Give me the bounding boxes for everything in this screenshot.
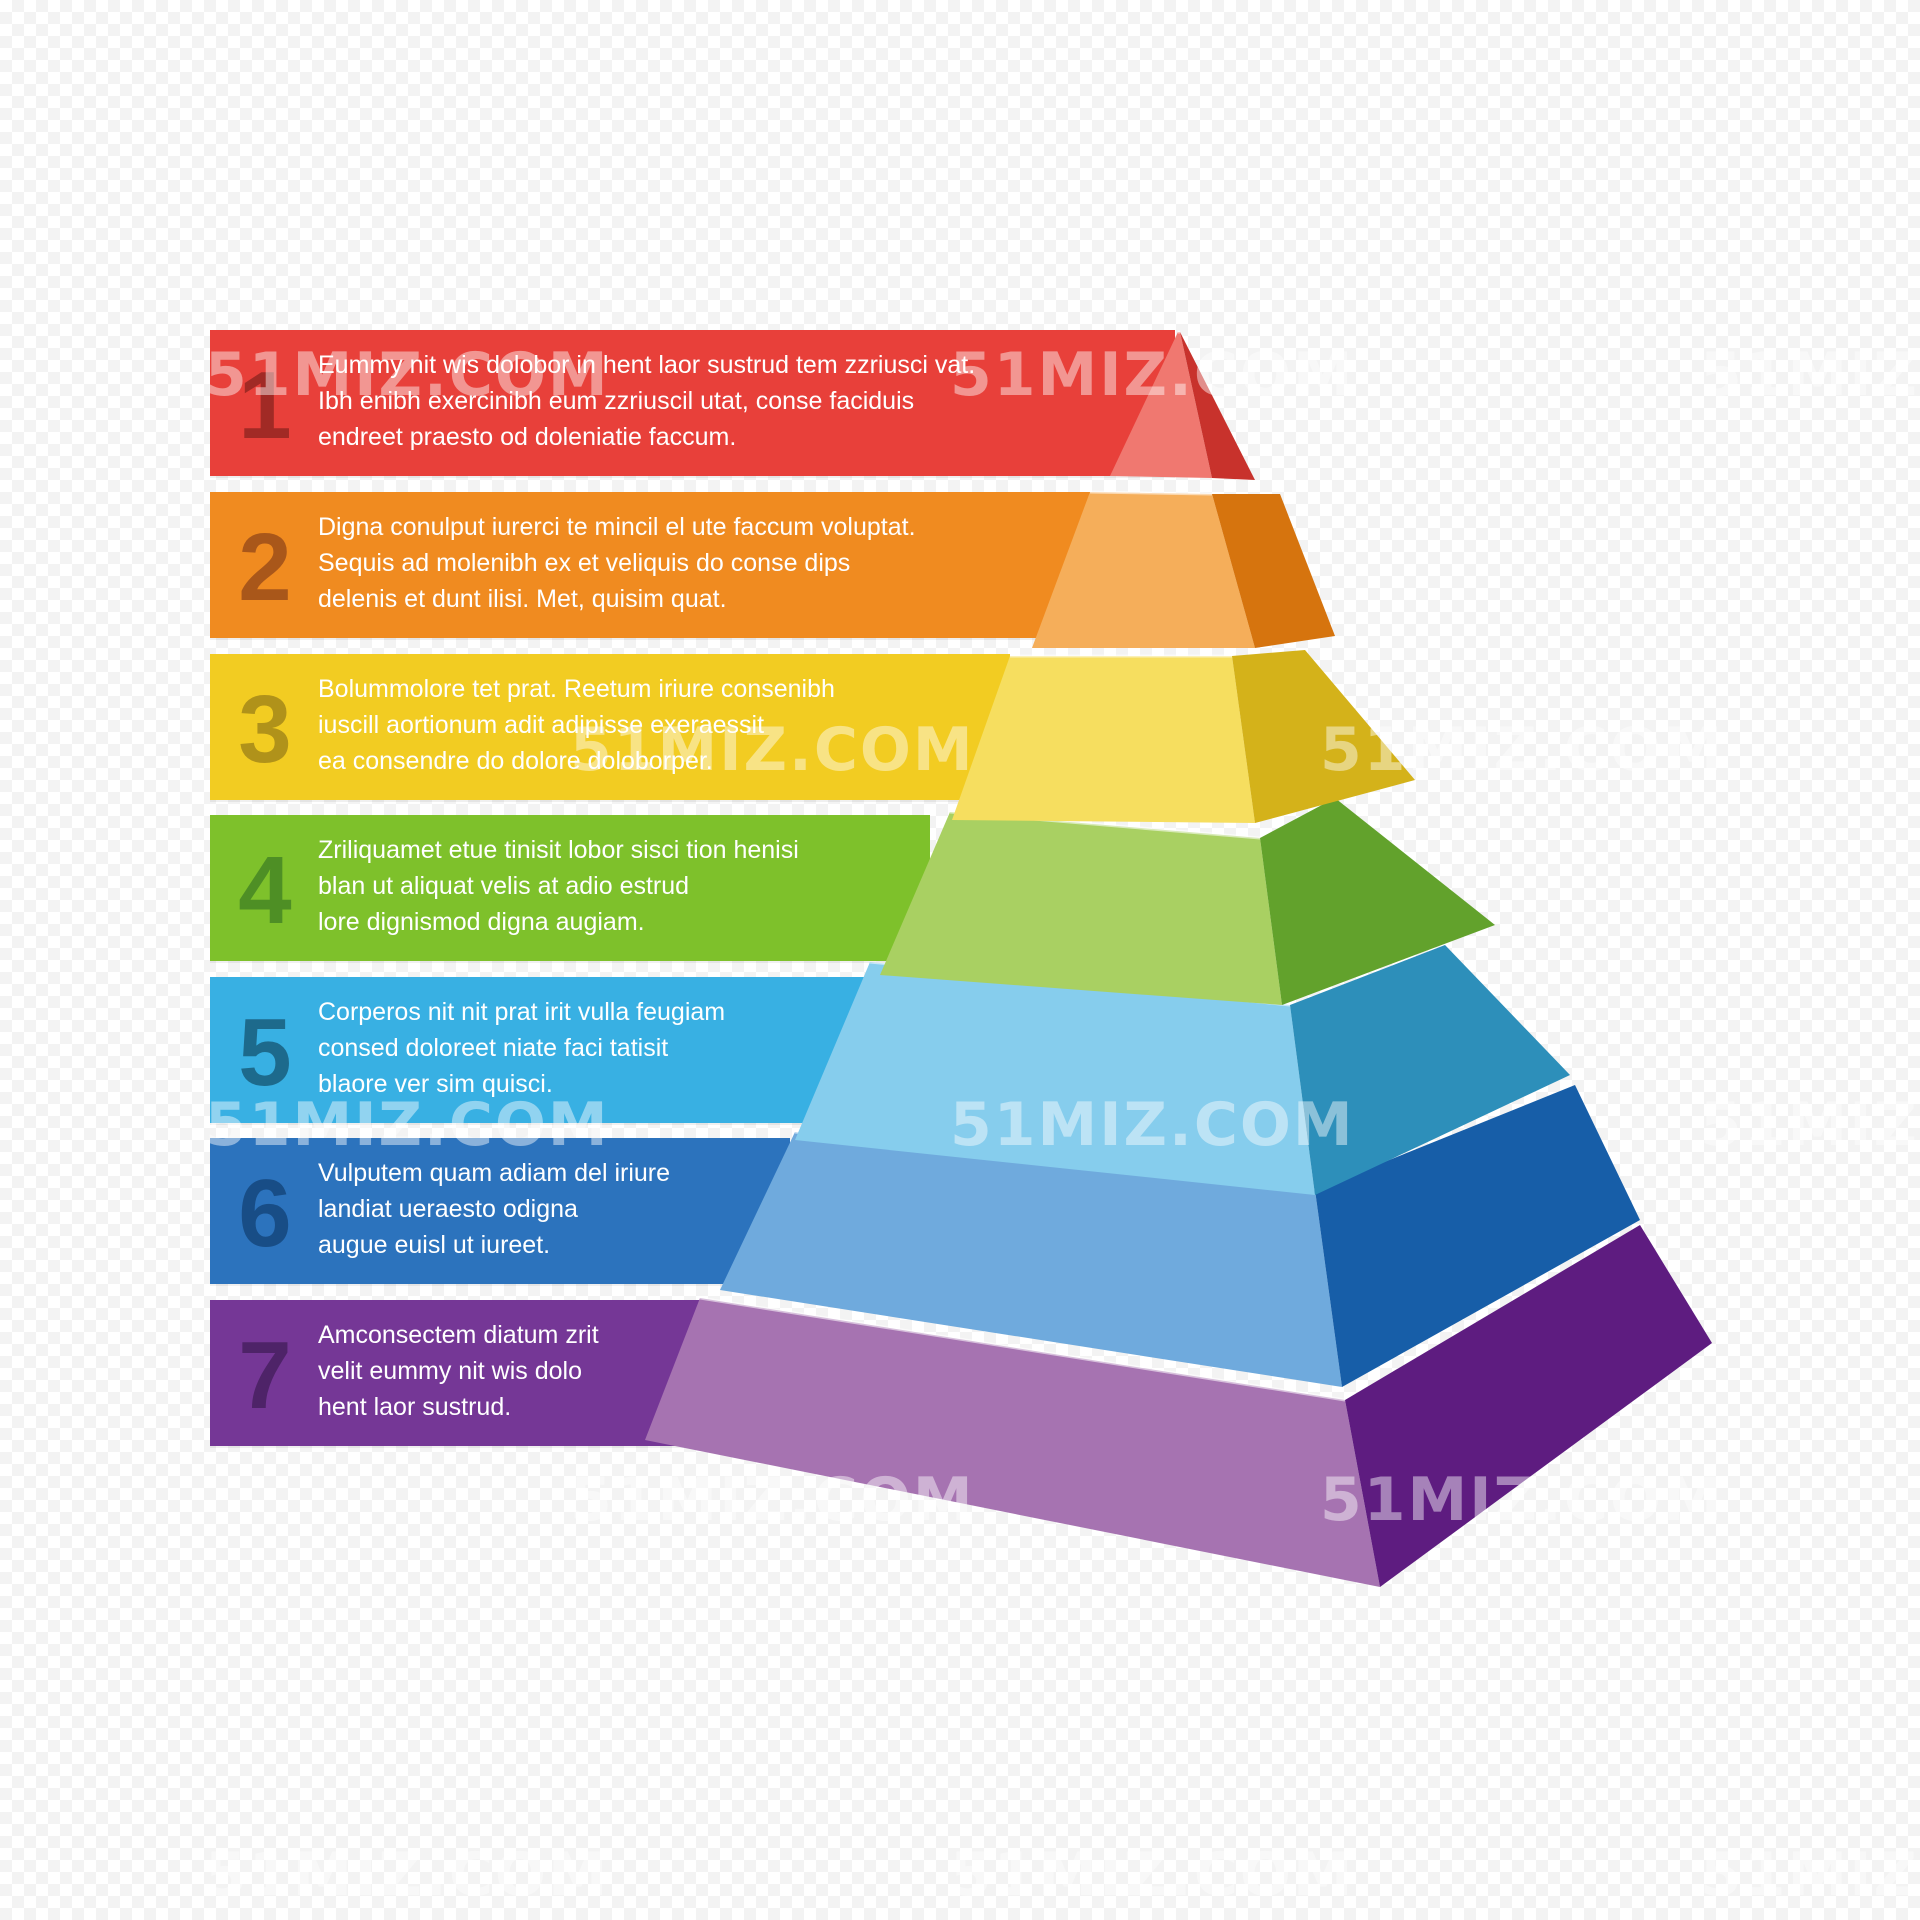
level-text-line: delenis et dunt ilisi. Met, quisim quat. [318,585,727,613]
level-number: 5 [238,999,291,1106]
pyramid-level-3: 3 Bolummolore tet prat. Reetum iriure con… [210,650,1415,823]
pyramid-front-face [952,656,1255,823]
pyramid-level-6: 6 Vulputem quam adiam del iriure landiat … [210,1085,1640,1387]
pyramid-side-face [1212,494,1335,648]
level-band [210,330,1175,476]
level-number: 3 [238,676,291,783]
level-number: 4 [238,837,291,944]
level-text-line: Sequis ad molenibh ex et veliquis do con… [318,549,850,577]
pyramid-side-face [1180,332,1255,480]
level-text-line: velit eummy nit wis dolo [318,1357,582,1385]
level-text-line: consed doloreet niate faci tatisit [318,1034,668,1062]
pyramid-front-face [1110,332,1212,478]
level-text-line: Corperos nit nit prat irit vulla feugiam [318,998,725,1026]
level-text-line: Bolummolore tet prat. Reetum iriure cons… [318,675,835,703]
level-text-line: blan ut aliquat velis at adio estrud [318,872,689,900]
pyramid-level-7: 7 Amconsectem diatum zrit velit eummy nit … [210,1225,1712,1587]
level-number: 1 [238,352,291,459]
level-text-line: lore dignismod digna augiam. [318,908,645,936]
level-text-line: endreet praesto od doleniatie faccum. [318,423,736,451]
pyramid-front-face [720,1132,1342,1387]
pyramid-side-face [1232,650,1415,823]
level-band [210,1300,700,1446]
pyramid-rim [699,1296,1346,1402]
level-text-line: Zriliquamet etue tinisit lobor sisci tio… [318,836,799,864]
pyramid-rim [1089,490,1213,496]
pyramid-level-2: 2 Digna conulput iurerci te mincil el ute… [210,490,1335,648]
pyramid-side-face [1345,1225,1712,1587]
level-text-line: Amconsectem diatum zrit [318,1321,599,1349]
pyramid-level-5: 5 Corperos nit nit prat irit vulla feugia… [210,945,1570,1195]
pyramid-level-4: 4 Zriliquamet etue tinisit lobor sisci ti… [210,798,1495,1005]
pyramid-front-face [880,812,1282,1005]
level-number: 6 [238,1160,291,1267]
pyramid-level-1: 1 Eummy nit wis dolobor in hent laor sust… [210,330,1255,480]
pyramid-side-face [1260,798,1495,1005]
level-text-line: iuscill aortionum adit adipisse exeraess… [318,711,764,739]
level-text-line: Ibh enibh exercinibh eum zzriuscil utat,… [318,387,914,415]
level-band [210,815,930,961]
level-text-line: Digna conulput iurerci te mincil el ute … [318,513,916,541]
pyramid-front-face [795,962,1315,1195]
level-band [210,1138,790,1284]
level-number: 2 [238,514,291,621]
pyramid-side-face [1315,1085,1640,1387]
pyramid-side-face [1290,945,1570,1195]
level-text-line: hent laor sustrud. [318,1393,511,1421]
level-text-line: landiat ueraesto odigna [318,1195,578,1223]
level-text-line: augue euisl ut iureet. [318,1231,550,1259]
level-band [210,654,1010,800]
level-band [210,977,870,1123]
pyramid-front-face [645,1298,1380,1587]
pyramid-front-face [1032,492,1255,648]
level-text-line: blaore ver sim quisci. [318,1070,553,1098]
level-text-line: ea consendre do dolore doloborper. [318,747,713,775]
level-band [210,492,1090,638]
level-text-line: Eummy nit wis dolobor in hent laor sustr… [318,351,975,379]
level-number: 7 [238,1322,291,1429]
level-text-line: Vulputem quam adiam del iriure [318,1159,670,1187]
